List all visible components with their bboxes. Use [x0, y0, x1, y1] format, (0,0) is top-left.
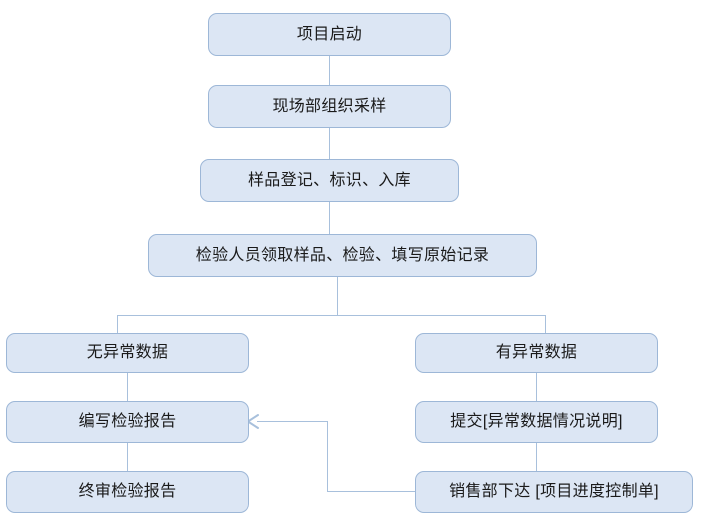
node-final-report[interactable]: 终审检验报告	[6, 471, 249, 513]
node-sampling[interactable]: 现场部组织采样	[208, 85, 451, 128]
connector-registration-to-inspection	[329, 202, 330, 234]
node-start[interactable]: 项目启动	[208, 13, 451, 56]
connector-feedback-bottom	[327, 491, 416, 492]
connector-feedback-top	[257, 421, 328, 422]
node-write-report[interactable]: 编写检验报告	[6, 401, 249, 443]
connector-inspection-to-split	[337, 277, 338, 315]
node-registration[interactable]: 样品登记、标识、入库	[200, 159, 459, 202]
node-has-anomaly[interactable]: 有异常数据	[415, 333, 658, 373]
node-submit-note[interactable]: 提交[异常数据情况说明]	[415, 401, 658, 443]
connector-sampling-to-registration	[329, 127, 330, 159]
node-inspection[interactable]: 检验人员领取样品、检验、填写原始记录	[148, 234, 537, 277]
connector-start-to-sampling	[329, 55, 330, 85]
connector-submit-note-to-sales-order	[536, 442, 537, 471]
connector-no-anomaly-to-write-report	[127, 372, 128, 401]
connector-split-to-no-anomaly	[117, 315, 118, 333]
connector-split-to-has-anomaly	[545, 315, 546, 333]
connector-split-horizontal	[117, 315, 546, 316]
node-sales-order[interactable]: 销售部下达 [项目进度控制单]	[415, 471, 693, 513]
connector-write-report-to-final-report	[127, 442, 128, 471]
connector-has-anomaly-to-submit-note	[536, 372, 537, 401]
connector-feedback-vertical	[327, 421, 328, 492]
node-no-anomaly[interactable]: 无异常数据	[6, 333, 249, 373]
